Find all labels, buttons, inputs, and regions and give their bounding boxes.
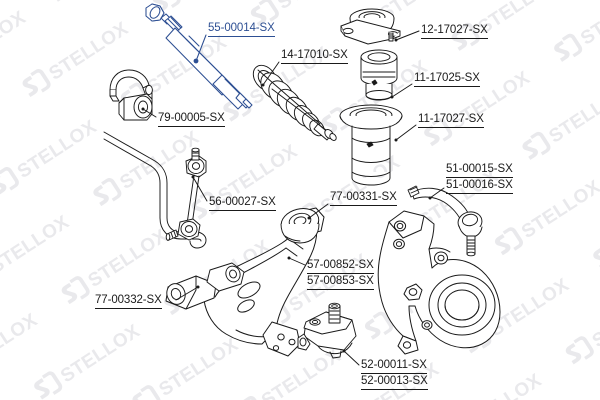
part-label-57-00853-sx[interactable]: 57-00853-SX xyxy=(307,275,374,290)
part-label-77-00332-sx[interactable]: 77-00332-SX xyxy=(95,294,162,309)
part-label-55-00014-sx[interactable]: 55-00014-SX xyxy=(208,22,275,37)
part-label-51-00015-sx[interactable]: 51-00015-SX xyxy=(446,163,513,178)
part-label-57-00852-sx[interactable]: 57-00852-SX xyxy=(307,259,374,274)
part-label-11-17027-sx[interactable]: 11-17027-SX xyxy=(418,113,484,128)
part-label-51-00016-sx[interactable]: 51-00016-SX xyxy=(446,179,513,194)
part-label-56-00027-sx[interactable]: 56-00027-SX xyxy=(209,196,276,211)
part-label-12-17027-sx[interactable]: 12-17027-SX xyxy=(421,24,488,39)
part-label-14-17010-sx[interactable]: 14-17010-SX xyxy=(281,49,348,64)
part-label-77-00331-sx[interactable]: 77-00331-SX xyxy=(330,191,397,206)
part-label-79-00005-sx[interactable]: 79-00005-SX xyxy=(158,112,225,127)
part-label-52-00013-sx[interactable]: 52-00013-SX xyxy=(361,375,428,390)
part-label-11-17025-sx[interactable]: 11-17025-SX xyxy=(414,72,480,87)
part-label-52-00011-sx[interactable]: 52-00011-SX xyxy=(361,359,427,374)
